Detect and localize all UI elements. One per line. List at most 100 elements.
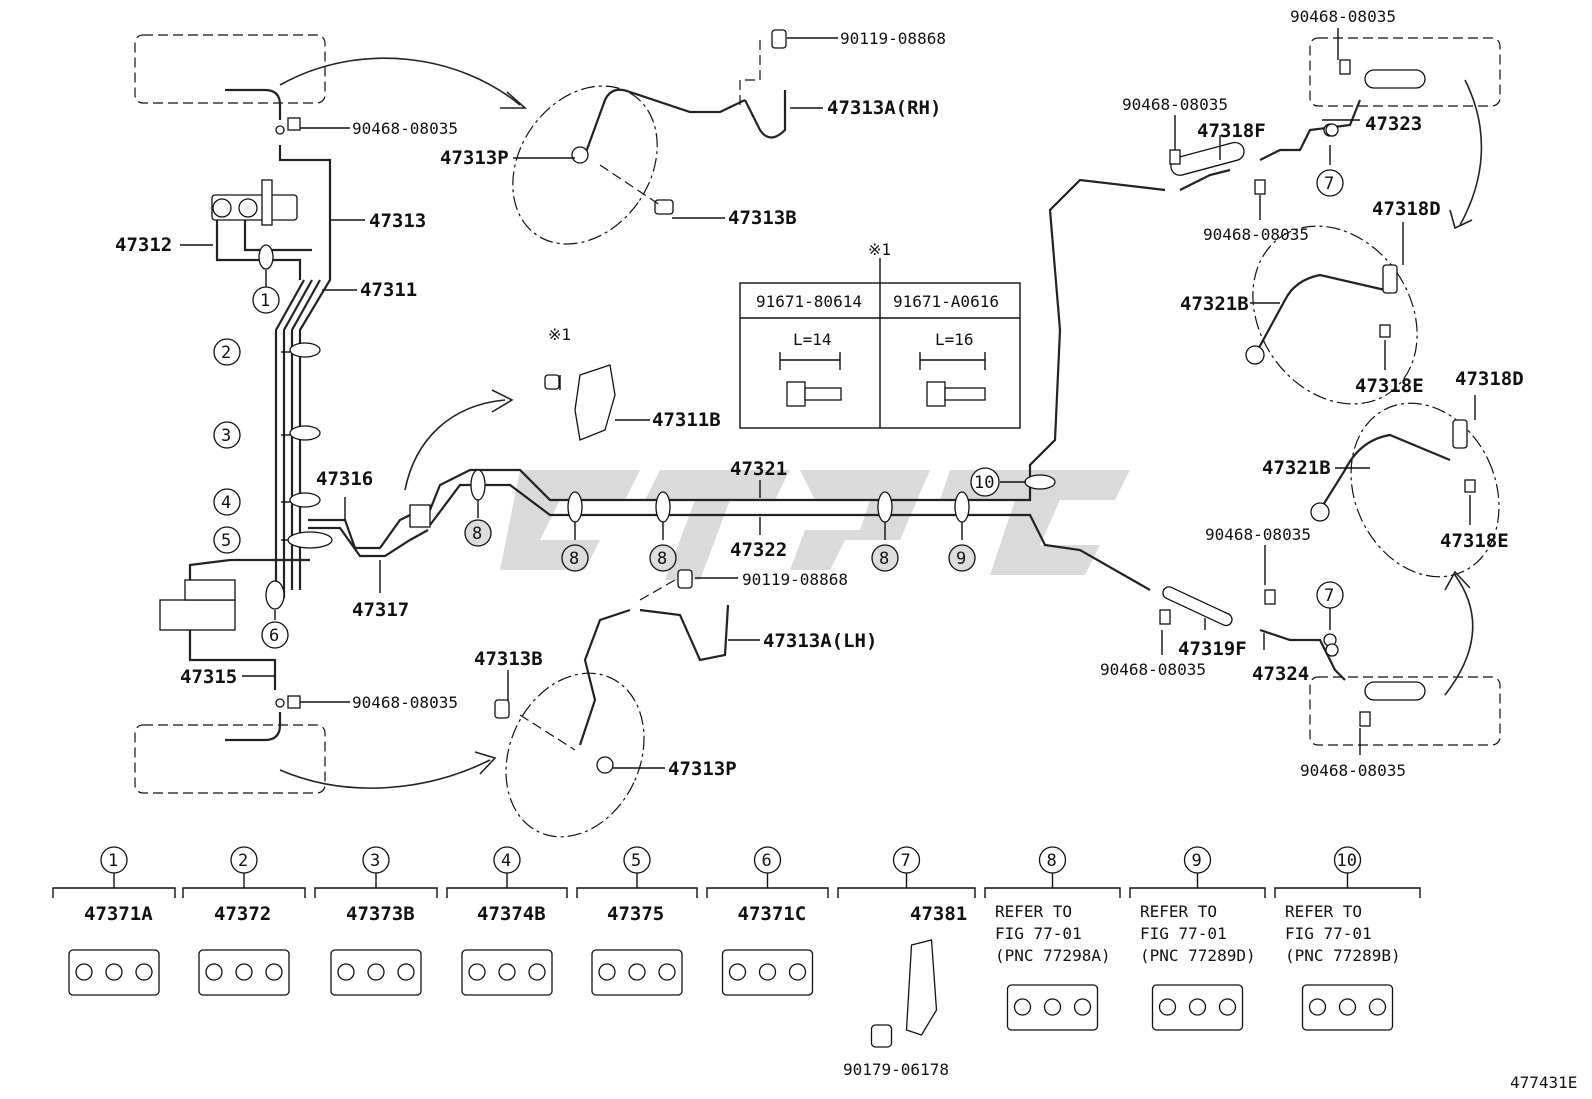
callout-47311: 47311: [360, 279, 417, 301]
legend-marker-num: 1: [108, 851, 118, 871]
legend-refer-line: (PNC 77289D): [1140, 946, 1256, 965]
legend-refer-line: FIG 77-01: [1140, 924, 1227, 943]
legend-bracket: [576, 887, 698, 898]
marker-6: 6: [269, 626, 279, 646]
legend-refer-line: REFER TO: [995, 902, 1072, 921]
legend-part-number: 47381: [910, 903, 967, 925]
callout-47323: 47323: [1365, 113, 1422, 135]
legend-bracket: [1129, 887, 1266, 898]
marker-2: 2: [221, 343, 231, 363]
marker-8d: 8: [879, 549, 889, 569]
legend-bracket: [52, 887, 176, 898]
leader-lines: [180, 28, 1476, 769]
marker-4: 4: [221, 493, 231, 513]
marker-1: 1: [260, 291, 270, 311]
legend-marker-num: 6: [762, 851, 772, 871]
legend-marker-num: 4: [501, 851, 511, 871]
callout-90468-tr-top: 90468-08035: [1290, 7, 1396, 26]
clamp-markers: [258, 123, 1339, 657]
circle-markers: 1 2 3 4 5 6 8 8 8 8 9 10 7 7: [213, 169, 1344, 649]
legend-clamp-sketch: [721, 949, 814, 996]
callout-47319F: 47319F: [1178, 638, 1247, 660]
callout-47313P-bot: 47313P: [668, 758, 737, 780]
callout-47317: 47317: [352, 599, 409, 621]
front-left-outline-box: [134, 34, 326, 104]
marker-8a: 8: [472, 524, 482, 544]
callout-47318E-2: 47318E: [1440, 530, 1509, 552]
callout-47324: 47324: [1252, 663, 1309, 685]
lh-hose-detail-outline: [505, 672, 645, 838]
legend-bracket: [837, 887, 976, 898]
legend-clamp-sketch: [1151, 984, 1244, 1031]
marker-10: 10: [974, 473, 994, 493]
legend-part-number: 47371A: [84, 903, 153, 925]
rear-right-outline-box: [1309, 676, 1501, 746]
marker-9: 9: [956, 549, 966, 569]
rear-hose-detail-outline-2: [1350, 402, 1500, 578]
callout-47311B: 47311B: [652, 409, 721, 431]
callout-90119-mid: 90119-08868: [742, 570, 848, 589]
callout-47316: 47316: [316, 468, 373, 490]
marker-5: 5: [221, 531, 231, 551]
legend-marker-num: 8: [1047, 851, 1057, 871]
direction-arrows: [279, 57, 1483, 789]
callout-90468-bot-left: 90468-08035: [352, 693, 458, 712]
callout-47313: 47313: [369, 210, 426, 232]
bolt-table-len2: L=16: [935, 330, 974, 349]
legend-refer-line: FIG 77-01: [995, 924, 1082, 943]
callout-47318F: 47318F: [1197, 120, 1266, 142]
bolt-spec-table: 91671-80614 91671-A0616 L=14 L=16: [739, 282, 1021, 429]
callout-90119-top: 90119-08868: [840, 29, 946, 48]
legend-bracket: [446, 887, 568, 898]
legend-clamp-sketch: [1006, 984, 1099, 1031]
callout-47318D-1: 47318D: [1372, 198, 1441, 220]
legend-marker-num: 5: [631, 851, 641, 871]
parts-shapes: [159, 29, 1476, 774]
callout-90468-top-left: 90468-08035: [352, 119, 458, 138]
callout-90468-br-top: 90468-08035: [1205, 525, 1311, 544]
callout-90468-tr-mid: 90468-08035: [1122, 95, 1228, 114]
clamp-legend: 147371A247372347373B447374B547375647371C…: [52, 846, 1421, 1079]
legend-refer-line: (PNC 77298A): [995, 946, 1111, 965]
legend-bracket: [706, 887, 829, 898]
figure-id: 477431E: [1510, 1073, 1577, 1092]
callout-47318E-1: 47318E: [1355, 375, 1424, 397]
legend-marker-num: 9: [1192, 851, 1202, 871]
rh-hose-detail-outline: [512, 85, 658, 245]
legend-part-number: 47375: [607, 903, 664, 925]
bolt-table-len1: L=14: [793, 330, 832, 349]
legend-clamp-sketch: [198, 949, 290, 996]
marker-8c: 8: [657, 549, 667, 569]
callout-47318D-2: 47318D: [1455, 368, 1524, 390]
callout-47315: 47315: [180, 666, 237, 688]
legend-clamp-sketch: [1301, 984, 1394, 1031]
bolt-table-col2: 91671-A0616: [893, 292, 999, 311]
legend-marker-num: 10: [1337, 851, 1357, 871]
legend-clamp-sketch: [461, 949, 553, 996]
marker-3: 3: [221, 426, 231, 446]
note-mark-table: ※1: [868, 240, 891, 259]
marker-7a: 7: [1324, 174, 1334, 194]
legend-part-number: 47371C: [738, 903, 807, 925]
part-callouts: 90119-08868 47313A(RH) 47313P 47313B 904…: [115, 7, 1524, 780]
legend-refer-line: REFER TO: [1285, 902, 1362, 921]
legend-refer-line: REFER TO: [1140, 902, 1217, 921]
legend-bracket: [314, 887, 438, 898]
callout-47321B-2: 47321B: [1262, 457, 1331, 479]
legend-refer-line: FIG 77-01: [1285, 924, 1372, 943]
legend-part-number: 47373B: [346, 903, 415, 925]
callout-47321: 47321: [730, 458, 787, 480]
callout-47322: 47322: [730, 539, 787, 561]
legend-refer-line: (PNC 77289B): [1285, 946, 1401, 965]
callout-90468-br-mid: 90468-08035: [1100, 660, 1206, 679]
legend-bracket: [984, 887, 1121, 898]
note-mark-bolt: ※1: [548, 325, 571, 344]
callout-47313B-bot: 47313B: [474, 648, 543, 670]
rear-left-outline-box: [134, 724, 326, 794]
legend-bracket: [1274, 887, 1421, 898]
bolt-table-col1: 91671-80614: [756, 292, 862, 311]
legend-marker-num: 7: [901, 851, 911, 871]
legend-sub-part: 90179-06178: [843, 1060, 949, 1079]
callout-47313P-top: 47313P: [440, 147, 509, 169]
